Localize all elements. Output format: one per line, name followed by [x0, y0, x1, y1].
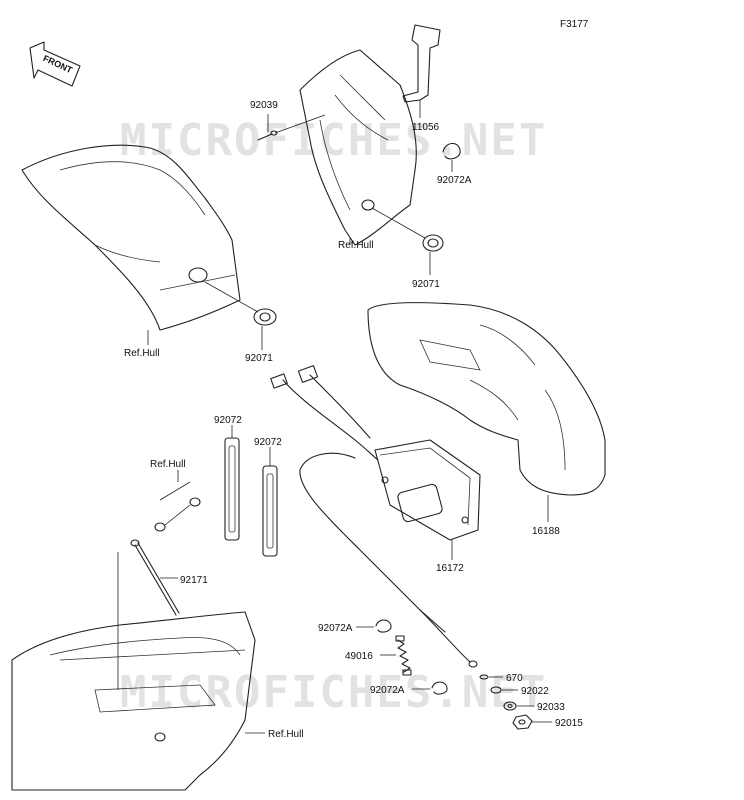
- label-16188: 16188: [532, 526, 560, 537]
- rod-92171: [130, 539, 180, 616]
- label-92072-b: 92072: [254, 437, 282, 448]
- watermark-top: MICROFICHES.NET: [120, 115, 547, 166]
- rivet-92039: [257, 130, 278, 141]
- ring-92033: [503, 701, 517, 711]
- nut-small: [189, 497, 201, 507]
- clip-92072a-low: [431, 681, 448, 695]
- label-refhull-left: Ref.Hull: [124, 348, 160, 359]
- hull-bottom: [11, 611, 256, 791]
- clip-92072a-mid: [375, 619, 392, 633]
- label-refhull-top: Ref.Hull: [338, 240, 374, 251]
- label-refhull-mid: Ref.Hull: [150, 459, 186, 470]
- label-92015: 92015: [555, 718, 583, 729]
- controller-16172: [374, 439, 481, 541]
- figure-code: F3177: [560, 19, 589, 30]
- grommet-92071-right: [422, 234, 444, 252]
- hull-cover-left: [21, 144, 241, 331]
- label-92171: 92171: [180, 575, 208, 586]
- watermark-bottom: MICROFICHES.NET: [120, 667, 547, 718]
- label-49016: 49016: [345, 651, 373, 662]
- washer-small: [154, 522, 166, 532]
- washer-92022: [490, 686, 502, 694]
- strap-92072-a: [224, 437, 240, 541]
- label-92072-a: 92072: [214, 415, 242, 426]
- label-670: 670: [506, 673, 523, 684]
- control-cable: [299, 452, 478, 668]
- label-92033: 92033: [537, 702, 565, 713]
- label-92039: 92039: [250, 100, 278, 111]
- strap-92072-b: [262, 465, 278, 557]
- hull-panel-center: [299, 49, 417, 246]
- grommet-92071-left: [253, 308, 277, 326]
- wire-harness: [270, 365, 379, 461]
- label-92072a-top: 92072A: [437, 175, 472, 186]
- storage-box-16188: [367, 302, 606, 496]
- label-92071-right: 92071: [412, 279, 440, 290]
- label-16172: 16172: [436, 563, 464, 574]
- clip-92072a-top: [442, 142, 461, 160]
- label-refhull-bottom: Ref.Hull: [268, 729, 304, 740]
- label-92072a-mid: 92072A: [318, 623, 353, 634]
- label-11056: 11056: [412, 122, 440, 133]
- part-670: [479, 674, 489, 680]
- spring-49016: [395, 635, 412, 676]
- front-arrow-icon: FRONT: [29, 41, 81, 87]
- label-92022: 92022: [521, 686, 549, 697]
- bracket-11056: [402, 24, 441, 103]
- nut-92015: [512, 714, 533, 730]
- label-92072a-low: 92072A: [370, 685, 405, 696]
- label-92071-left: 92071: [245, 353, 273, 364]
